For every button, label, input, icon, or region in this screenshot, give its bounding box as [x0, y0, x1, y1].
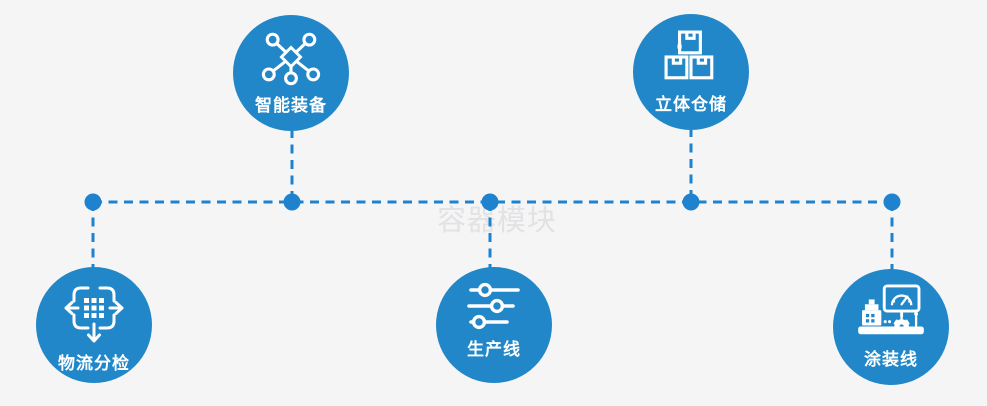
- junction-dot: [283, 193, 301, 211]
- node-painting-line: 涂装线: [833, 269, 949, 385]
- node-label: 立体仓储: [655, 95, 727, 115]
- junction-dot: [481, 193, 499, 211]
- stacked-boxes-icon: [664, 30, 714, 80]
- sliders-icon: [467, 282, 520, 330]
- node-logistics-sorting: 物流分检: [36, 267, 152, 383]
- node-stereo-warehouse: 立体仓储: [633, 14, 749, 130]
- node-label: 智能装备: [255, 96, 327, 116]
- node-intelligent-equipment: 智能装备: [233, 15, 349, 131]
- network-nodes-icon: [261, 32, 321, 86]
- node-label: 物流分检: [58, 354, 130, 374]
- node-production-line: 生产线: [436, 267, 552, 383]
- node-label: 生产线: [467, 340, 521, 360]
- junction-dot: [84, 193, 102, 211]
- watermark-text: 容器模块: [437, 203, 558, 237]
- sorting-arrows-icon: [64, 286, 124, 343]
- junction-dot: [682, 193, 700, 211]
- junction-dot: [883, 193, 901, 211]
- node-label: 涂装线: [864, 350, 918, 370]
- machine-monitor-icon: [858, 284, 924, 335]
